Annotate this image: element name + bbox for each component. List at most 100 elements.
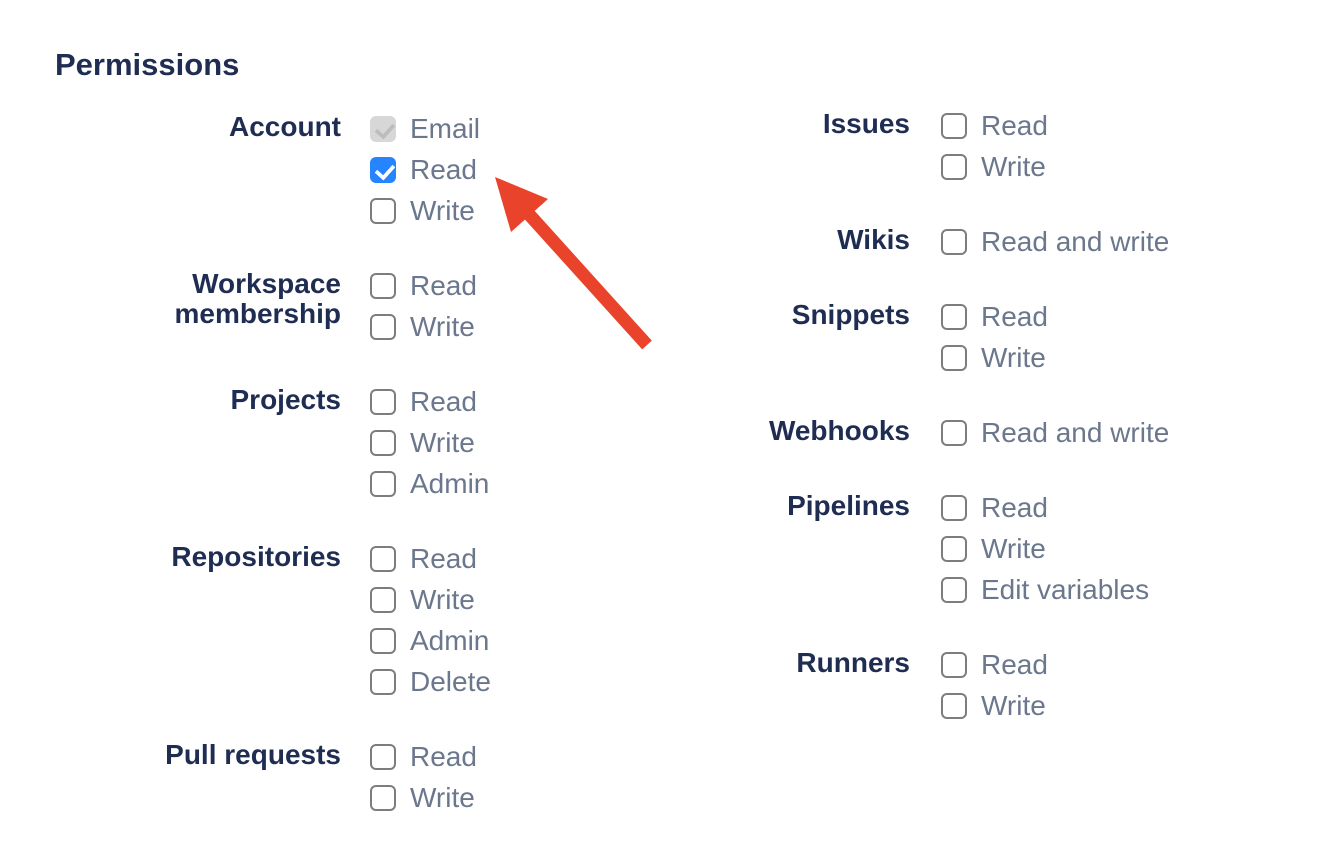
option-runners-write[interactable]: Write bbox=[941, 690, 1048, 721]
permission-group-account: Account Email Read Write bbox=[0, 112, 491, 239]
group-label-runners: Runners bbox=[796, 647, 910, 678]
option-projects-write[interactable]: Write bbox=[370, 427, 489, 458]
option-wikis-read-and-write[interactable]: Read and write bbox=[941, 226, 1170, 257]
checkbox-label: Write bbox=[981, 151, 1046, 182]
option-projects-admin[interactable]: Admin bbox=[370, 468, 490, 499]
permissions-column-right: Issues Read Write Wikis Read and write S… bbox=[620, 109, 1170, 768]
permission-group-issues: Issues Read Write bbox=[620, 109, 1169, 195]
checkbox-label: Admin bbox=[410, 625, 490, 656]
permission-group-webhooks: Webhooks Read and write bbox=[620, 416, 1170, 461]
group-label-pipelines: Pipelines bbox=[787, 490, 910, 521]
checkbox-label: Edit variables bbox=[981, 574, 1150, 605]
checkbox-account-read[interactable] bbox=[370, 157, 396, 183]
group-label-account: Account bbox=[229, 111, 341, 142]
checkbox-label: Read and write bbox=[981, 417, 1170, 448]
option-account-read[interactable]: Read bbox=[370, 154, 480, 185]
option-repositories-delete[interactable]: Delete bbox=[370, 666, 491, 697]
option-workspace-membership-write[interactable]: Write bbox=[370, 311, 477, 342]
permission-group-repositories: Repositories Read Write Admin Delete bbox=[0, 542, 491, 710]
checkbox-pipelines-write[interactable] bbox=[941, 536, 967, 562]
checkbox-repositories-write[interactable] bbox=[370, 587, 396, 613]
group-options: Read and write bbox=[941, 226, 1170, 270]
checkbox-label: Write bbox=[410, 782, 475, 813]
checkbox-label: Read bbox=[981, 492, 1048, 523]
permission-group-workspace-membership: Workspace membership Read Write bbox=[0, 269, 491, 355]
group-label-snippets: Snippets bbox=[791, 299, 910, 330]
group-label-repositories: Repositories bbox=[171, 541, 341, 572]
checkbox-pipelines-read[interactable] bbox=[941, 495, 967, 521]
checkbox-wikis-read-and-write[interactable] bbox=[941, 229, 967, 255]
option-issues-read[interactable]: Read bbox=[941, 110, 1048, 141]
option-pull-requests-write[interactable]: Write bbox=[370, 782, 477, 813]
permission-group-runners: Runners Read Write bbox=[620, 648, 1169, 734]
permission-group-pipelines: Pipelines Read Write Edit variables bbox=[620, 491, 1169, 618]
option-workspace-membership-read[interactable]: Read bbox=[370, 270, 477, 301]
checkbox-pipelines-edit-variables[interactable] bbox=[941, 577, 967, 603]
group-label-pull-requests: Pull requests bbox=[165, 739, 341, 770]
option-projects-read[interactable]: Read bbox=[370, 386, 489, 417]
checkbox-projects-admin[interactable] bbox=[370, 471, 396, 497]
checkbox-pull-requests-write[interactable] bbox=[370, 785, 396, 811]
checkbox-repositories-admin[interactable] bbox=[370, 628, 396, 654]
checkbox-label: Read bbox=[410, 154, 477, 185]
checkbox-label: Read bbox=[410, 543, 477, 574]
page-title: Permissions bbox=[55, 47, 240, 82]
group-options: Read Write Admin Delete bbox=[370, 543, 491, 710]
checkbox-label: Write bbox=[410, 427, 475, 458]
group-options: Read Write bbox=[370, 270, 477, 355]
checkbox-issues-write[interactable] bbox=[941, 154, 967, 180]
checkbox-pull-requests-read[interactable] bbox=[370, 744, 396, 770]
permissions-column-left: Account Email Read Write Workspace membe… bbox=[0, 112, 491, 844]
group-label-wikis: Wikis bbox=[837, 224, 910, 255]
checkbox-projects-read[interactable] bbox=[370, 389, 396, 415]
permission-group-wikis: Wikis Read and write bbox=[620, 225, 1170, 270]
permission-group-projects: Projects Read Write Admin bbox=[0, 385, 491, 512]
checkbox-repositories-read[interactable] bbox=[370, 546, 396, 572]
checkbox-label: Read and write bbox=[981, 226, 1170, 257]
option-account-write[interactable]: Write bbox=[370, 195, 480, 226]
option-repositories-read[interactable]: Read bbox=[370, 543, 491, 574]
checkbox-label: Write bbox=[410, 584, 475, 615]
checkbox-webhooks-read-and-write[interactable] bbox=[941, 420, 967, 446]
option-snippets-write[interactable]: Write bbox=[941, 342, 1048, 373]
checkbox-runners-write[interactable] bbox=[941, 693, 967, 719]
checkbox-issues-read[interactable] bbox=[941, 113, 967, 139]
group-label-issues: Issues bbox=[822, 108, 910, 139]
group-options: Read Write Edit variables bbox=[941, 492, 1150, 618]
group-options: Read and write bbox=[941, 417, 1170, 461]
checkbox-label: Read bbox=[410, 386, 477, 417]
checkbox-label: Read bbox=[981, 649, 1048, 680]
checkbox-account-write[interactable] bbox=[370, 198, 396, 224]
checkbox-workspace-membership-write[interactable] bbox=[370, 314, 396, 340]
checkbox-account-email[interactable] bbox=[370, 116, 396, 142]
option-pull-requests-read[interactable]: Read bbox=[370, 741, 477, 772]
option-runners-read[interactable]: Read bbox=[941, 649, 1048, 680]
group-options: Read Write bbox=[941, 649, 1048, 734]
checkbox-label: Read bbox=[981, 301, 1048, 332]
group-options: Read Write Admin bbox=[370, 386, 490, 512]
checkbox-label: Read bbox=[981, 110, 1048, 141]
group-options: Read Write bbox=[370, 741, 477, 826]
checkbox-repositories-delete[interactable] bbox=[370, 669, 396, 695]
option-repositories-admin[interactable]: Admin bbox=[370, 625, 491, 656]
option-account-email[interactable]: Email bbox=[370, 113, 480, 144]
option-snippets-read[interactable]: Read bbox=[941, 301, 1048, 332]
checkbox-snippets-read[interactable] bbox=[941, 304, 967, 330]
option-repositories-write[interactable]: Write bbox=[370, 584, 491, 615]
checkbox-workspace-membership-read[interactable] bbox=[370, 273, 396, 299]
arrow-head bbox=[495, 177, 548, 232]
option-issues-write[interactable]: Write bbox=[941, 151, 1048, 182]
group-options: Read Write bbox=[941, 110, 1048, 195]
checkbox-label: Read bbox=[410, 741, 477, 772]
group-label-projects: Projects bbox=[230, 384, 342, 415]
option-webhooks-read-and-write[interactable]: Read and write bbox=[941, 417, 1170, 448]
checkbox-snippets-write[interactable] bbox=[941, 345, 967, 371]
option-pipelines-read[interactable]: Read bbox=[941, 492, 1149, 523]
group-label-webhooks: Webhooks bbox=[768, 415, 910, 446]
option-pipelines-write[interactable]: Write bbox=[941, 533, 1149, 564]
checkbox-runners-read[interactable] bbox=[941, 652, 967, 678]
checkbox-label: Admin bbox=[410, 468, 490, 499]
checkbox-projects-write[interactable] bbox=[370, 430, 396, 456]
option-pipelines-edit-variables[interactable]: Edit variables bbox=[941, 574, 1150, 605]
